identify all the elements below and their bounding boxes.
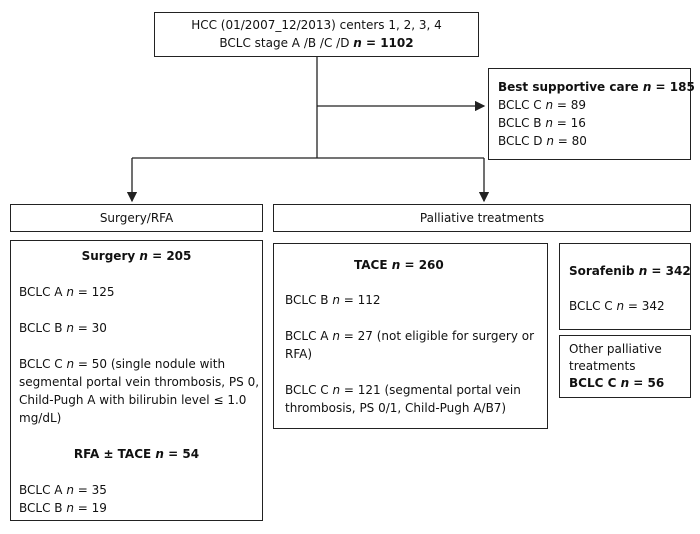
rfa-bclc-a-label: BCLC A [19,483,67,497]
bsc-row-d-label: BCLC D [498,134,547,148]
sorafenib-title-value: = 342 [647,264,691,278]
sorafenib-bclc-c-label: BCLC C [569,299,617,313]
surgery-rfa-header: Surgery/RFA [10,204,263,232]
surgery-bclc-c-value: = 50 (single nodule with [74,357,226,371]
tace-box: TACE n = 260 BCLC B n = 112 BCLC A n = 2… [273,243,548,429]
surgery-title-value: = 205 [147,249,192,263]
top-line2-prefix: BCLC stage A /B /C /D [219,36,354,50]
other-palliative-box: Other palliative treatments BCLC C n = 5… [559,335,691,398]
surgery-bclc-c-line2: segmental portal vein thrombosis, PS 0, [19,375,260,389]
bsc-row-c-label: BCLC C [498,98,546,112]
bsc-row-c-n: n [545,98,554,112]
surgery-box: Surgery n = 205 BCLC A n = 125 BCLC B n … [10,240,263,521]
tace-bclc-c-label: BCLC C [285,383,333,397]
surgery-rfa-header-label: Surgery/RFA [99,211,174,225]
top-line1: HCC (01/2007_12/2013) centers 1, 2, 3, 4 [191,18,442,32]
tace-bclc-a-n: n [332,329,340,343]
rfa-bclc-b-label: BCLC B [19,501,67,515]
surgery-bclc-a-label: BCLC A [19,285,67,299]
top-box: HCC (01/2007_12/2013) centers 1, 2, 3, 4… [154,12,479,57]
other-line2: treatments [569,359,636,373]
other-line1: Other palliative [569,342,662,356]
tace-bclc-b-label: BCLC B [285,293,333,307]
sorafenib-title-label: Sorafenib [569,264,639,278]
sorafenib-bclc-c-value: = 342 [624,299,665,313]
tace-bclc-b: BCLC B n = 112 [285,291,381,309]
other-bclc-c: BCLC C n = 56 [569,374,664,392]
tace-title: TACE n = 260 [354,256,444,274]
sorafenib-bclc-c-n: n [616,299,625,313]
rfa-bclc-a-n: n [66,483,74,497]
sorafenib-title: Sorafenib n = 342 [569,262,691,280]
surgery-bclc-c: BCLC C n = 50 (single nodule with [19,355,225,373]
surgery-title: Surgery n = 205 [11,247,262,265]
tace-bclc-a: BCLC A n = 27 (not eligible for surgery … [285,327,534,345]
rfa-title-label: RFA ± TACE [73,447,156,461]
rfa-bclc-a-value: = 35 [73,483,107,497]
bsc-title-value: = 185 [651,80,695,94]
surgery-bclc-b-label: BCLC B [19,321,67,335]
bsc-row-c: BCLC C n = 89 [498,96,586,114]
sorafenib-box: Sorafenib n = 342 BCLC C n = 342 [559,243,691,330]
rfa-bclc-a: BCLC A n = 35 [19,481,107,499]
surgery-bclc-a-value: = 125 [73,285,115,299]
surgery-bclc-b: BCLC B n = 30 [19,319,107,337]
top-line2-value: = 1102 [361,36,414,50]
rfa-title-n: n [155,447,164,461]
palliative-treatments-header-label: Palliative treatments [419,211,545,225]
other-bclc-c-label: BCLC C [569,376,621,390]
tace-bclc-c-n: n [332,383,341,397]
surgery-bclc-c-label: BCLC C [19,357,67,371]
tace-bclc-a-line2: RFA) [285,347,313,361]
top-line2-n: n [353,36,362,50]
palliative-treatments-header: Palliative treatments [273,204,691,232]
rfa-bclc-b-n: n [66,501,74,515]
bsc-title-n: n [642,80,652,94]
surgery-title-n: n [139,249,148,263]
rfa-bclc-b-value: = 19 [73,501,107,515]
tace-bclc-c-line2: thrombosis, PS 0/1, Child-Pugh A/B7) [285,401,507,415]
bsc-row-b: BCLC B n = 16 [498,114,586,132]
tace-title-label: TACE [354,258,392,272]
surgery-title-label: Surgery [81,249,140,263]
tace-bclc-c-value: = 121 (segmental portal vein [340,383,521,397]
other-bclc-c-n: n [620,376,630,390]
bsc-row-b-label: BCLC B [498,116,546,130]
tace-title-value: = 260 [400,258,444,272]
bsc-row-d-n: n [546,134,554,148]
bsc-row-b-value: = 16 [552,116,586,130]
surgery-bclc-c-n: n [66,357,75,371]
sorafenib-bclc-c: BCLC C n = 342 [569,297,665,315]
surgery-bclc-a: BCLC A n = 125 [19,283,115,301]
tace-title-n: n [391,258,401,272]
other-bclc-c-value: = 56 [629,376,665,390]
rfa-bclc-b: BCLC B n = 19 [19,499,107,517]
rfa-title-value: = 54 [163,447,200,461]
rfa-title: RFA ± TACE n = 54 [11,445,262,463]
tace-bclc-b-value: = 112 [339,293,381,307]
top-line2: BCLC stage A /B /C /D n = 1102 [155,34,478,52]
bsc-title-label: Best supportive care [498,80,643,94]
surgery-bclc-a-n: n [66,285,74,299]
tace-bclc-a-label: BCLC A [285,329,333,343]
bsc-row-d-value: = 80 [553,134,587,148]
bsc-row-c-value: = 89 [553,98,587,112]
bsc-row-b-n: n [545,116,553,130]
bsc-row-d: BCLC D n = 80 [498,132,587,150]
surgery-bclc-b-n: n [66,321,74,335]
surgery-bclc-c-line3: Child-Pugh A with bilirubin level ≤ 1.0 [19,393,247,407]
tace-bclc-c: BCLC C n = 121 (segmental portal vein [285,381,521,399]
tace-bclc-b-n: n [332,293,340,307]
best-supportive-care-box: Best supportive care n = 185 BCLC C n = … [488,68,695,160]
surgery-bclc-b-value: = 30 [73,321,107,335]
sorafenib-title-n: n [638,264,648,278]
bsc-title: Best supportive care n = 185 [498,78,695,96]
tace-bclc-a-value: = 27 (not eligible for surgery or [339,329,535,343]
surgery-bclc-c-line4: mg/dL) [19,411,62,425]
